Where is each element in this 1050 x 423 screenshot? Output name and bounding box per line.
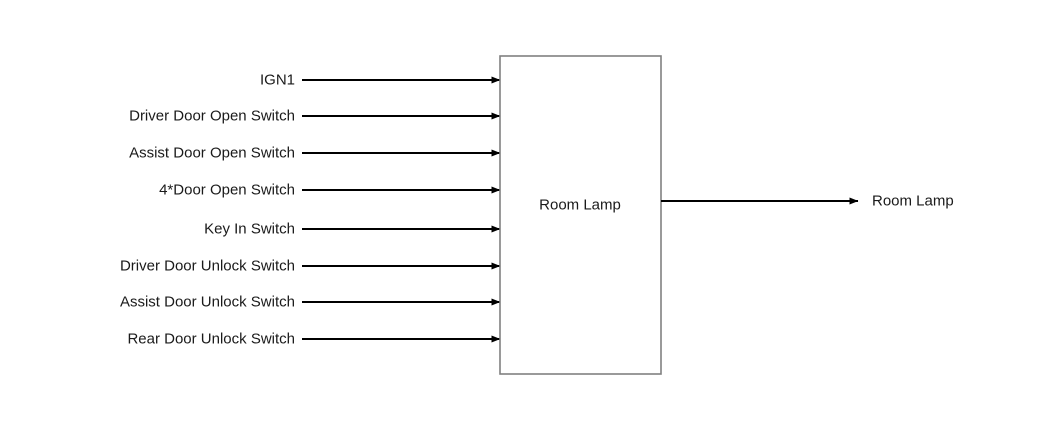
- input-label: 4*Door Open Switch: [159, 181, 295, 199]
- input-label: Assist Door Open Switch: [129, 144, 295, 162]
- input-label: Driver Door Unlock Switch: [119, 257, 295, 275]
- output-label: Room Lamp: [872, 192, 954, 210]
- input-label: Driver Door Open Switch: [129, 107, 295, 125]
- input-arrow-group: [302, 76, 501, 343]
- block-rect-group: [499, 55, 662, 375]
- input-label: Rear Door Unlock Switch: [127, 330, 295, 348]
- input-label: IGN1: [259, 71, 295, 89]
- room-lamp-block[interactable]: [499, 55, 662, 375]
- input-label: Key In Switch: [204, 220, 295, 238]
- block-title: Room Lamp: [539, 196, 621, 214]
- input-label: Assist Door Unlock Switch: [119, 293, 295, 311]
